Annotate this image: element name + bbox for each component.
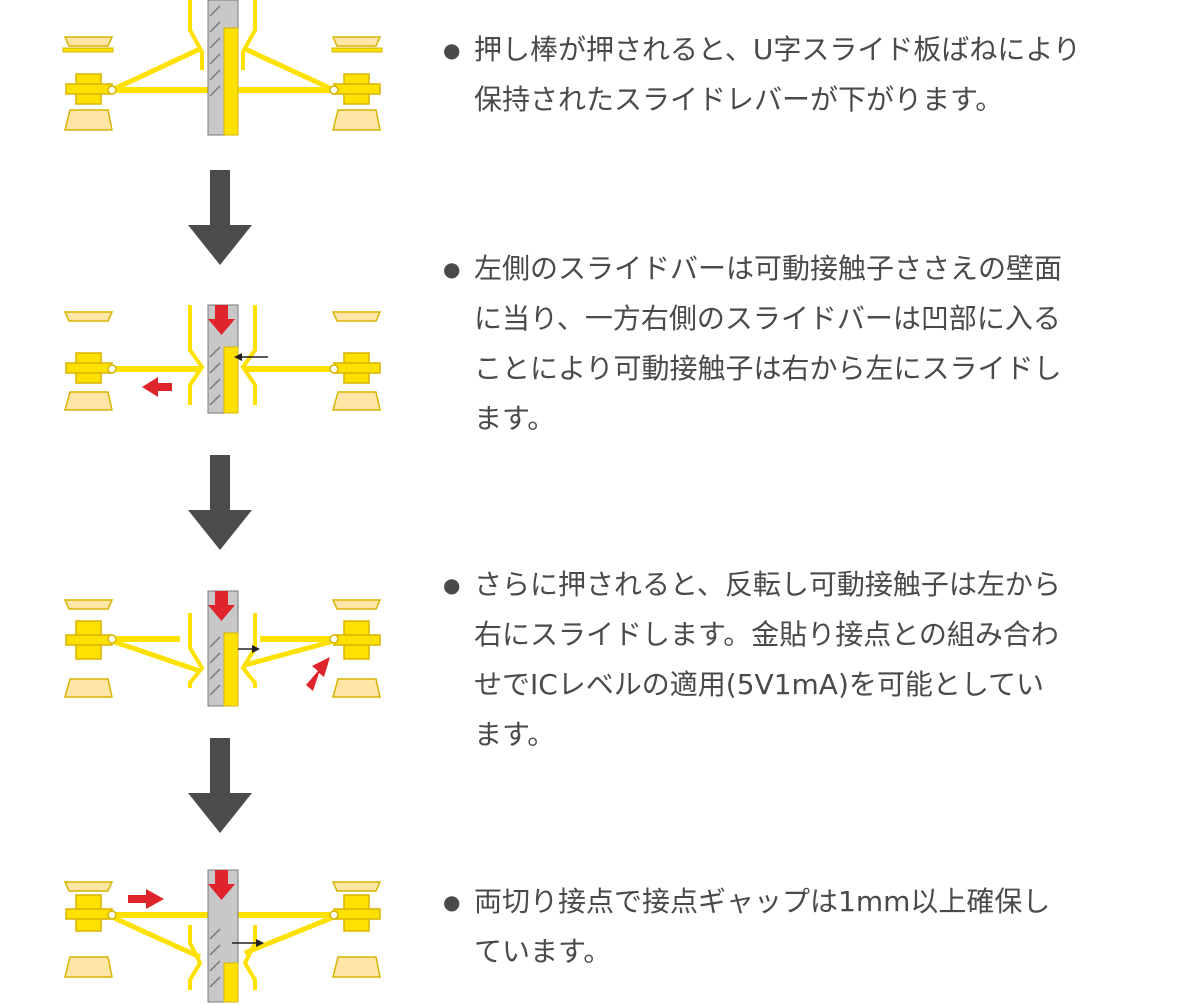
right-slide-lever (244, 914, 335, 956)
right-u-spring (241, 0, 257, 70)
right-contact-ring (333, 908, 381, 920)
flow-arrow-down-icon (188, 170, 252, 265)
right-u-spring (240, 613, 257, 688)
slide-lever-shaft (223, 27, 239, 136)
bullet-icon: ● (443, 38, 461, 62)
left-slide-lever (111, 638, 201, 674)
force-arrow-right-icon (128, 889, 164, 909)
step-3-text: さらに押されると、反転し可動接触子は左から 右にスライドします。金貼り接点との組… (474, 568, 1061, 751)
mechanism-diagram-step-4 (63, 869, 382, 1003)
left-slide-lever (110, 45, 204, 93)
force-arrow-down-icon (208, 305, 235, 335)
right-top-pad (331, 36, 382, 47)
left-bottom-pad (64, 956, 113, 978)
push-rod-hatching (209, 928, 221, 988)
right-pivot (329, 364, 339, 374)
bullet-icon: ● (443, 573, 461, 597)
indicator-arrow-head (256, 939, 264, 947)
left-slide-lever (110, 914, 202, 960)
right-top-pad (331, 311, 382, 322)
left-u-spring (188, 925, 203, 990)
left-contact-ring (65, 634, 113, 646)
right-contact-ring (333, 83, 381, 95)
left-u-spring (188, 613, 205, 688)
left-contact-assembly (62, 36, 114, 131)
force-arrow-left-icon (142, 377, 172, 397)
left-top-pad (63, 311, 114, 322)
right-bottom-pad (332, 956, 381, 978)
left-pivot (107, 910, 117, 920)
bullet-icon: ● (443, 257, 461, 281)
push-rod-hatching (209, 5, 221, 97)
left-bottom-pad (64, 391, 113, 411)
right-slide-lever (241, 45, 336, 93)
push-rod-hatching (209, 636, 221, 696)
left-contact-assembly (63, 881, 114, 978)
left-u-spring (188, 305, 205, 405)
right-contact-ring (333, 362, 381, 374)
right-fixed-contact-top (331, 47, 383, 53)
step-4-text: 両切り接点で接点ギャップは1mm以上確保し ています。 (474, 885, 1051, 968)
right-bottom-pad (332, 678, 381, 698)
left-pivot (107, 634, 117, 644)
left-u-spring (188, 0, 204, 70)
right-pivot (329, 910, 339, 920)
flow-arrow-down-icon (188, 455, 252, 550)
left-pivot (107, 364, 117, 374)
step-4-description: ● 両切り接点で接点ギャップは1mm以上確保し ています。 (443, 877, 1133, 977)
slide-lever-shaft (223, 346, 239, 414)
bullet-icon: ● (443, 890, 461, 914)
step-3-description: ● さらに押されると、反転し可動接触子は左から 右にスライドします。金貼り接点と… (443, 560, 1133, 760)
slide-lever-shaft (223, 962, 239, 1003)
flow-arrow-down-icon (188, 738, 252, 833)
step-1-description: ● 押し棒が押されると、U字スライド板ばねにより 保持されたスライドレバーが下が… (443, 25, 1133, 125)
left-bottom-pad (64, 109, 113, 131)
indicator-arrow-head (252, 645, 260, 653)
push-rod-hatching (209, 346, 221, 406)
right-bottom-pad (332, 109, 381, 131)
mechanism-diagram-step-3 (63, 590, 382, 707)
force-arrow-down-icon (208, 870, 235, 900)
step-2-description: ● 左側のスライドバーは可動接触子ささえの壁面 に当り、一方右側のスライドバーは… (443, 244, 1133, 444)
mechanism-diagram-step-2 (63, 304, 382, 414)
slide-lever-shaft (223, 632, 239, 707)
left-top-pad (63, 599, 114, 610)
right-u-spring (242, 925, 257, 990)
force-arrow-down-icon (208, 591, 235, 621)
force-arrow-up-left-icon (306, 657, 330, 691)
right-u-spring (240, 305, 257, 405)
right-bottom-pad (332, 391, 381, 411)
left-contact-assembly (63, 311, 114, 411)
left-top-pad (63, 36, 114, 47)
right-top-pad (331, 881, 382, 892)
right-pivot (329, 85, 339, 95)
mechanism-diagram-step-1 (62, 0, 383, 136)
left-top-pad (63, 881, 114, 892)
left-contact-ring (65, 362, 113, 374)
right-contact-assembly (331, 311, 382, 411)
right-contact-assembly (331, 599, 382, 698)
step-2-text: 左側のスライドバーは可動接触子ささえの壁面 に当り、一方右側のスライドバーは凹部… (474, 252, 1063, 435)
right-top-pad (331, 599, 382, 610)
indicator-arrow-head (234, 353, 242, 361)
left-contact-ring (65, 83, 113, 95)
right-pivot (329, 634, 339, 644)
left-fixed-contact-top (62, 47, 114, 53)
left-pivot (107, 85, 117, 95)
left-contact-ring (65, 908, 113, 920)
left-contact-assembly (63, 599, 114, 698)
right-contact-assembly (331, 36, 383, 131)
right-contact-ring (333, 634, 381, 646)
right-slide-lever (244, 638, 335, 668)
right-contact-assembly (331, 881, 382, 978)
step-1-text: 押し棒が押されると、U字スライド板ばねにより 保持されたスライドレバーが下がりま… (474, 33, 1081, 116)
left-bottom-pad (64, 678, 113, 698)
